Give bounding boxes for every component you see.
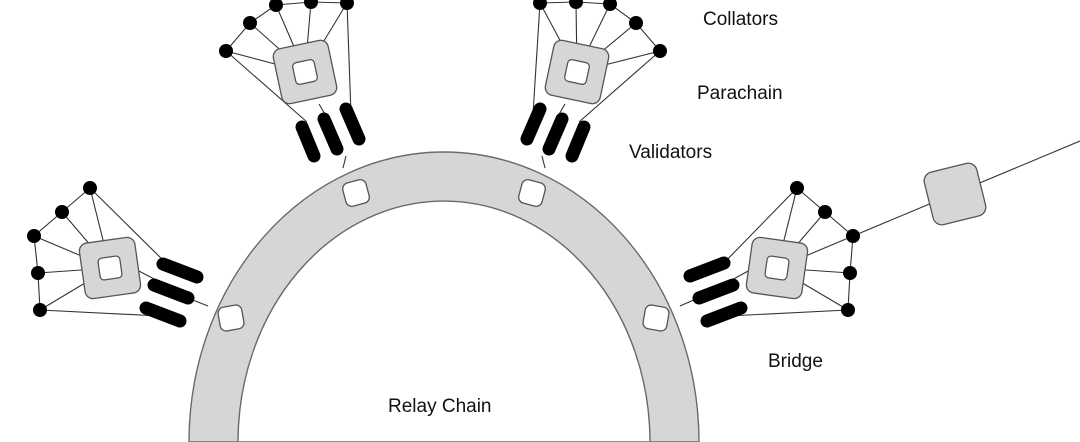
collator-node [31, 266, 45, 280]
relay-chain-ring [188, 151, 700, 442]
validator-bar [139, 301, 187, 328]
relay-chain-slot [518, 179, 546, 207]
validator-bar [147, 278, 195, 305]
validator-group [520, 102, 591, 163]
bridge-label: Bridge [768, 351, 823, 372]
collator-nodes [27, 181, 97, 317]
bridge-parachain-right [683, 140, 1080, 328]
parachain-top-left [219, 0, 366, 163]
collator-node [846, 229, 860, 243]
collator-node [841, 303, 855, 317]
parachain-block [272, 39, 338, 105]
collator-node [83, 181, 97, 195]
relay-chain-slot [342, 179, 370, 207]
validator-bar [542, 112, 569, 156]
relay-chain-label: Relay Chain [388, 396, 492, 417]
validator-bar [565, 120, 591, 163]
relay-chain-slot [642, 304, 670, 332]
validator-bar [317, 112, 344, 156]
parachain-top-right [520, 0, 667, 163]
collator-node [304, 0, 318, 9]
relay-chain-slot [217, 304, 245, 332]
collator-node [243, 16, 257, 30]
collator-node [603, 0, 617, 11]
validators-label: Validators [629, 142, 713, 163]
validator-group [295, 102, 366, 163]
collator-node [55, 205, 69, 219]
collator-node [569, 0, 583, 9]
relay-chain-slots [217, 179, 670, 332]
parachain-left [27, 181, 204, 328]
validator-bar [683, 256, 731, 283]
collator-node [629, 16, 643, 30]
validator-group [683, 256, 748, 328]
validator-bar [295, 120, 321, 163]
collator-node [340, 0, 354, 10]
validator-group [139, 257, 204, 328]
parachain-block [544, 39, 610, 105]
parachain-block [78, 236, 142, 300]
collator-nodes [790, 181, 860, 317]
collator-node [33, 303, 47, 317]
external-chain-block [923, 162, 987, 226]
collator-node [818, 205, 832, 219]
validator-bar [156, 257, 204, 284]
external-chain-block-icon [923, 162, 987, 226]
collator-node [533, 0, 547, 10]
collator-node [27, 229, 41, 243]
validator-bar [339, 102, 366, 146]
collator-node [843, 266, 857, 280]
collator-nodes [533, 0, 667, 58]
validator-bar [692, 278, 740, 305]
collator-node [653, 44, 667, 58]
collators-label: Collators [703, 9, 778, 30]
collator-node [790, 181, 804, 195]
parachain-block [745, 236, 809, 300]
validator-bar [700, 301, 748, 328]
collator-nodes [219, 0, 354, 58]
collator-node [269, 0, 283, 12]
parachain-label: Parachain [697, 83, 783, 104]
collator-node [219, 44, 233, 58]
relay-chain-ring-body [188, 151, 700, 442]
validator-bar [520, 102, 547, 146]
